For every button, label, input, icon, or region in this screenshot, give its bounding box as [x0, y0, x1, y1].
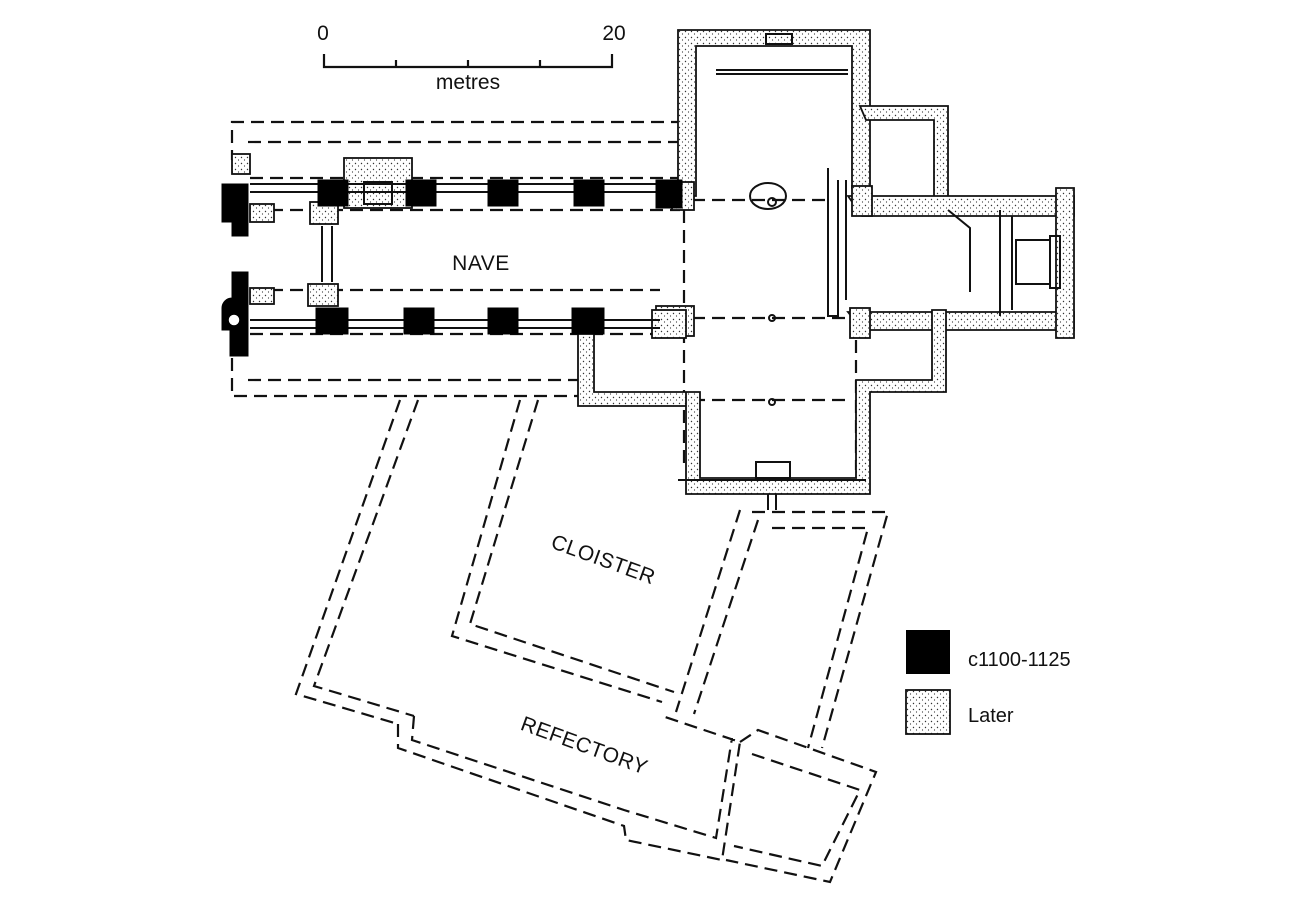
nave-aisle-wall-n — [250, 183, 680, 193]
early-masonry — [221, 179, 683, 357]
crossing-lines — [682, 198, 858, 470]
nave-pier-n5 — [655, 179, 683, 209]
scale-end-label: 20 — [602, 22, 625, 45]
cloister-walk-north — [450, 399, 675, 704]
north-transept-door — [765, 33, 793, 45]
south-transept-walls — [577, 309, 947, 495]
scale-start-label: 0 — [317, 22, 329, 45]
refectory-outline — [396, 714, 742, 862]
nave-pier-s4 — [571, 307, 605, 335]
crossing-screen — [827, 168, 847, 317]
scale-bar: 0 20 metres — [317, 22, 626, 94]
chancel-walls — [846, 195, 1075, 217]
west-wall-north — [221, 183, 249, 237]
nave-west-inner — [321, 226, 333, 282]
legend-swatch-later — [905, 689, 951, 735]
nave-respond-s — [307, 283, 339, 307]
east-range-south — [725, 728, 878, 884]
nave-pier-n2 — [405, 179, 437, 207]
south-door-drain — [767, 494, 777, 510]
crossing-pier-se — [849, 307, 871, 339]
nave-pier-n3 — [487, 179, 519, 207]
sedilia — [1049, 235, 1061, 289]
cloister-west-range — [294, 399, 420, 726]
font-base — [767, 197, 777, 207]
nave-west-pier-n — [249, 203, 275, 223]
refectory-label: REFECTORY — [518, 712, 651, 779]
north-chapel-walls — [858, 105, 949, 201]
west-door-jamb — [227, 313, 241, 327]
crossing-marker-1 — [768, 314, 776, 322]
crossing-marker-2 — [768, 398, 776, 406]
scale-unit-label: metres — [436, 71, 500, 94]
nave-pier-n1 — [317, 179, 349, 207]
south-aisle-outline — [230, 358, 580, 398]
cloister-label: CLOISTER — [548, 530, 658, 589]
later-masonry — [231, 29, 1075, 510]
nave-pier-n4 — [573, 179, 605, 207]
nave-pier-s2 — [403, 307, 435, 335]
legend-label-early: c1100-1125 — [968, 649, 1071, 671]
north-transept-screen — [716, 69, 848, 75]
scale-bar-line — [322, 54, 614, 69]
chancel-inner-lines — [947, 209, 1013, 316]
south-transept-door — [755, 461, 791, 479]
west-turret — [231, 153, 251, 175]
legend-swatch-early — [906, 630, 950, 674]
north-transept-walls — [677, 29, 871, 197]
nave-label: NAVE — [452, 252, 510, 275]
nave-west-pier-s — [249, 287, 275, 305]
nave-pier-s1 — [315, 307, 349, 335]
north-aisle-outline — [230, 120, 684, 160]
legend-label-later: Later — [968, 705, 1014, 727]
cloister-east-range — [674, 509, 890, 749]
south-aisle-east-bay — [651, 309, 687, 339]
chancel-lines — [862, 208, 950, 320]
chancel-east-wall — [1055, 187, 1075, 339]
crossing-pier-ne — [851, 185, 873, 217]
nave-pier-s3 — [487, 307, 519, 335]
altar — [1015, 239, 1051, 285]
legend: c1100-1125 Later — [905, 630, 1071, 735]
font — [749, 182, 787, 210]
conjectural-walls — [230, 120, 950, 884]
chancel-south-wall — [846, 311, 1075, 331]
